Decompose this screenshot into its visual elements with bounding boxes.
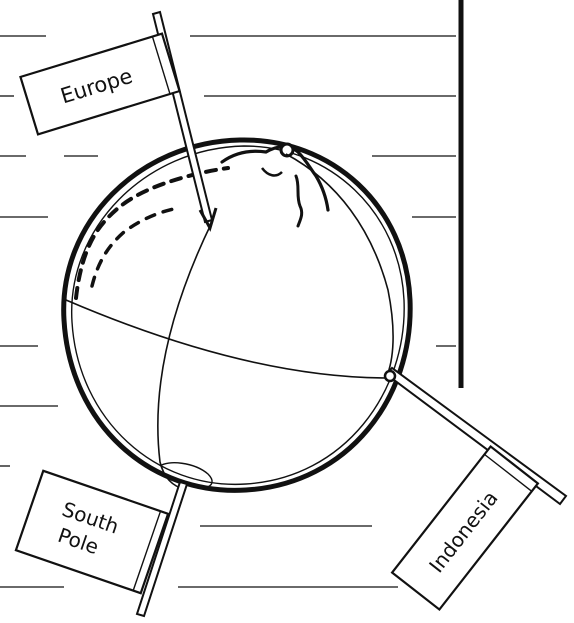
flag-banner [16,471,168,593]
pin-head [385,371,395,381]
south-pole-flag: South Pole [16,471,187,616]
indonesia-flag: Indonesia [385,368,566,610]
